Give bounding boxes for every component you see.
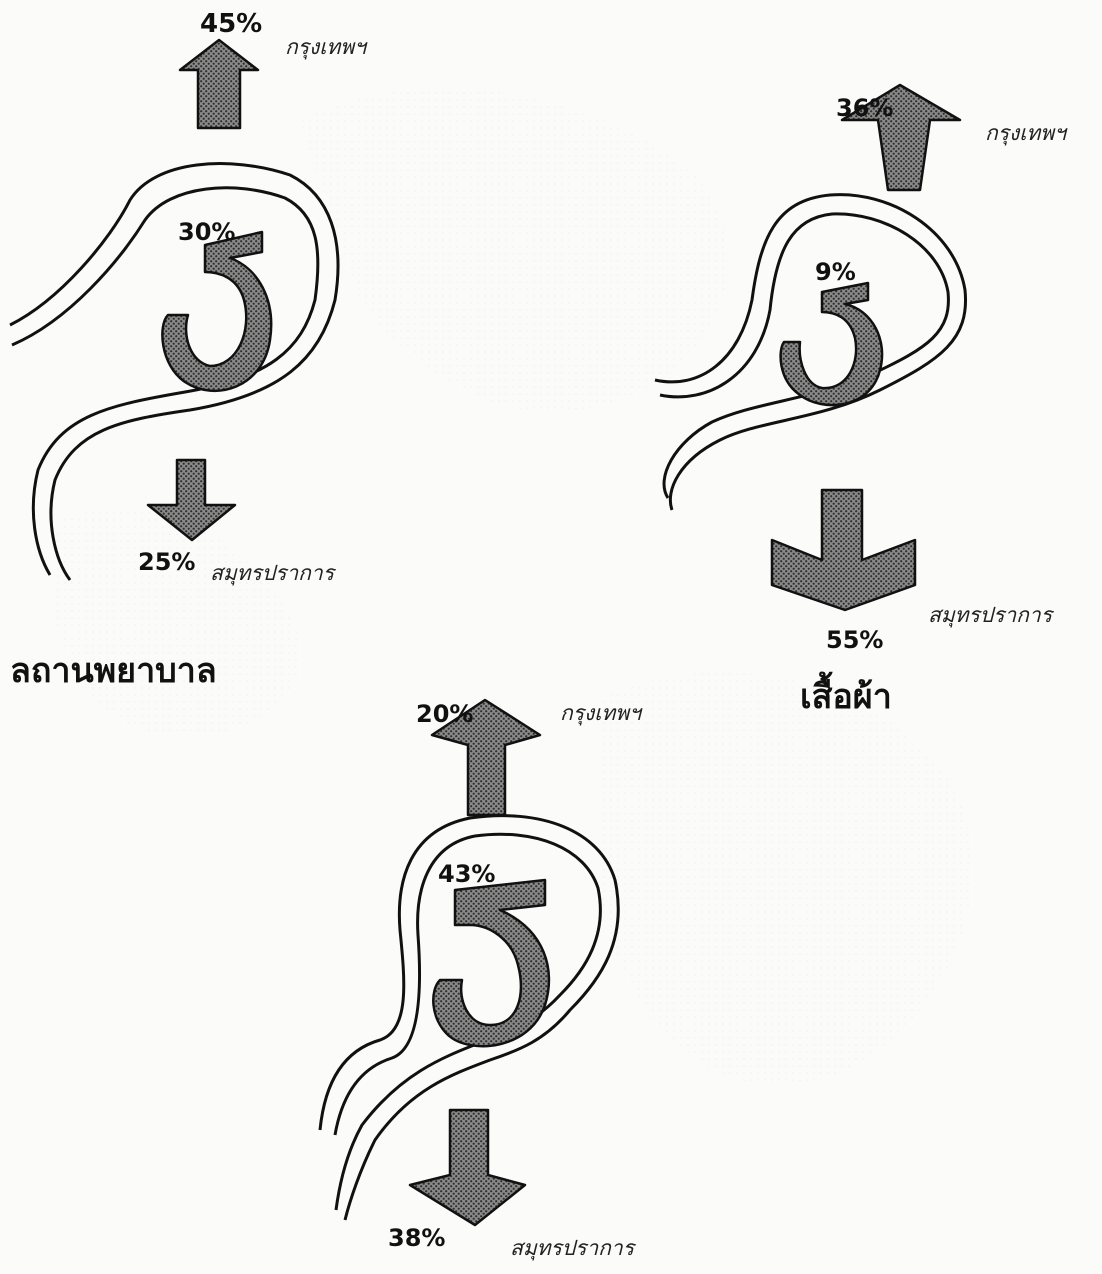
up-destination: กรุงเทพฯ (560, 701, 643, 726)
arrow-down-samutprakan (772, 490, 915, 610)
arrow-up-bangkok (180, 40, 258, 128)
loop-arrow (162, 232, 271, 391)
loop-percent: 30% (178, 218, 235, 246)
down-percent: 55% (826, 626, 883, 654)
down-percent: 25% (138, 548, 195, 576)
loop-arrow (781, 283, 882, 405)
loop-percent: 43% (438, 860, 495, 888)
panel-third: 20% กรุงเทพฯ 43% 38% สมุทรปราการ (320, 700, 643, 1261)
loop-arrow (433, 880, 549, 1046)
down-percent: 38% (388, 1224, 445, 1252)
up-percent: 36% (836, 94, 893, 122)
up-percent: 45% (200, 9, 262, 39)
panel-title: เสื้อผ้า (800, 671, 892, 717)
loop-percent: 9% (815, 258, 856, 286)
up-percent: 20% (416, 700, 473, 728)
arrow-down-samutprakan (410, 1110, 525, 1225)
down-destination: สมุทรปราการ (210, 561, 337, 586)
down-destination: สมุทรปราการ (928, 603, 1055, 628)
panel-clothing: 36% กรุงเทพฯ 9% สมุทรปราการ 55% เสื้อผ้า (655, 85, 1068, 717)
up-destination: กรุงเทพฯ (985, 121, 1068, 146)
up-destination: กรุงเทพฯ (285, 35, 368, 60)
down-destination: สมุทรปราการ (510, 1236, 637, 1261)
panel-title: ลถานพยาบาล (10, 651, 217, 691)
